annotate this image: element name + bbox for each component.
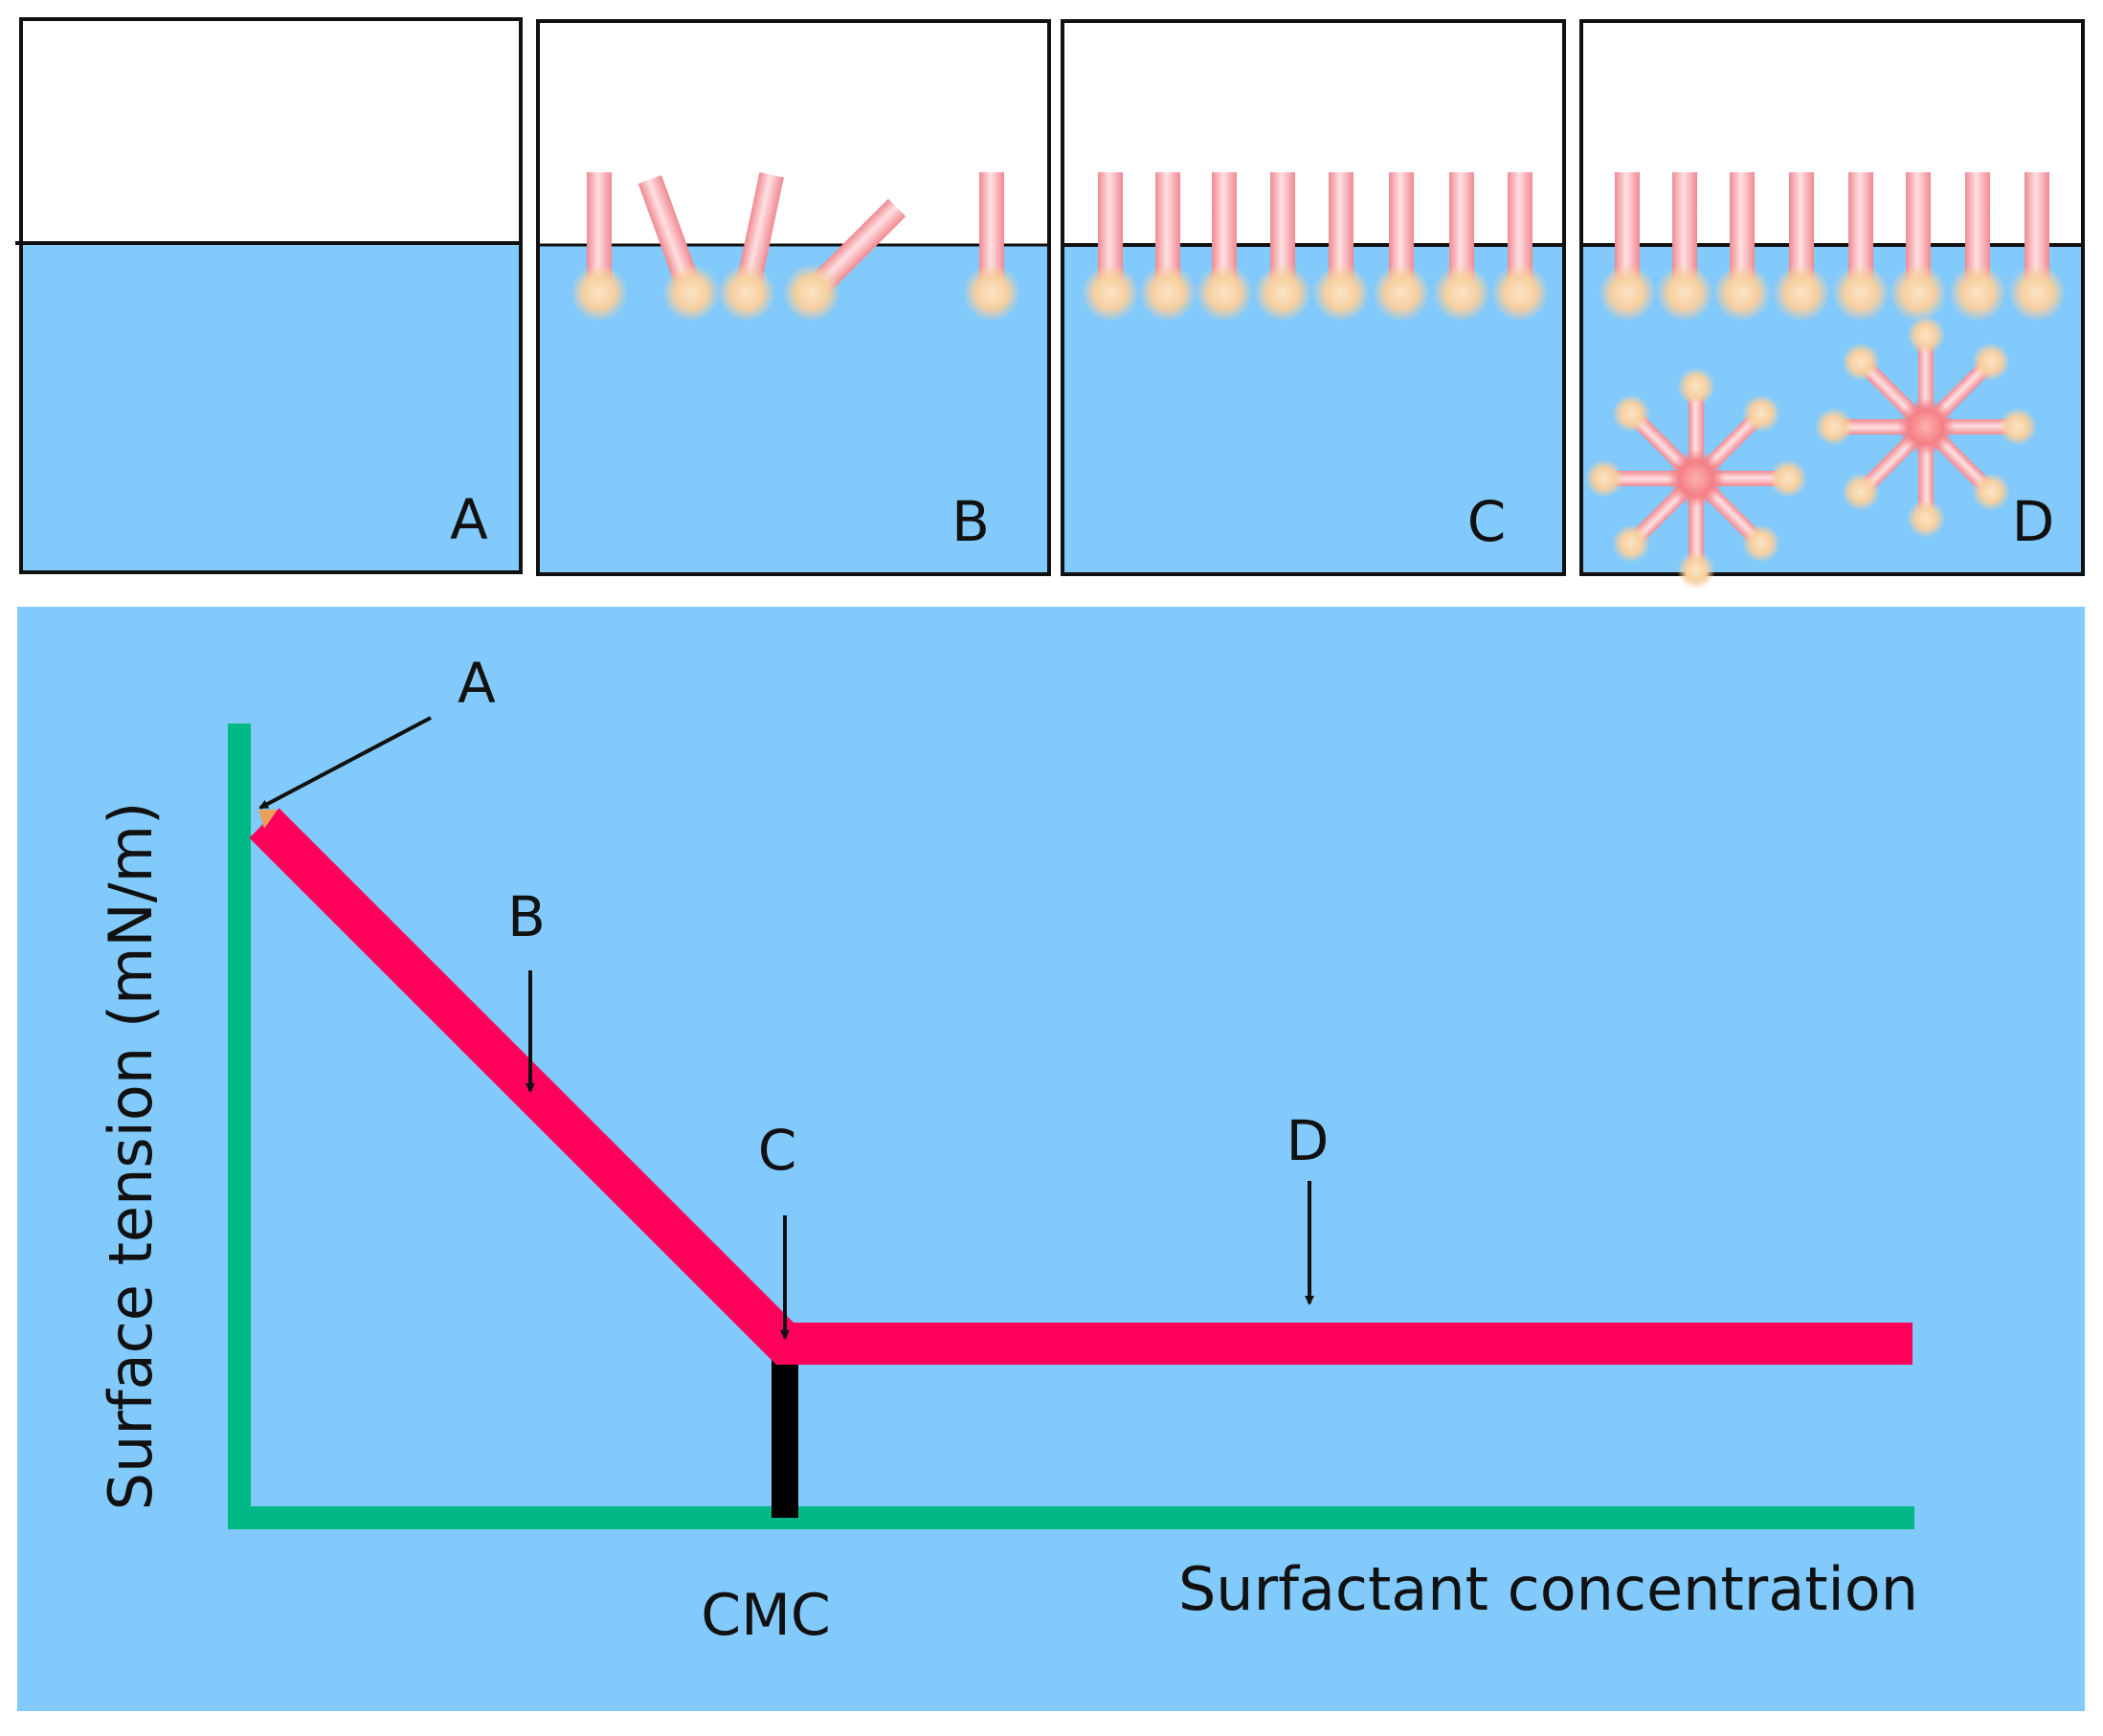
x-axis-label: Surfactant concentration [1178, 1554, 1918, 1624]
panel-d: D [1579, 19, 2085, 590]
panel-c-frame [1061, 19, 1566, 576]
y-axis-label: Surface tension (mN/m) [96, 802, 166, 1511]
point-b-label: B [507, 884, 546, 949]
micelle-icon [1815, 316, 2037, 538]
panel-c-label: C [1467, 489, 1507, 554]
panel-d-air [1581, 21, 2083, 245]
surface-tension-chart: A B C D CMC Surfactant concentration Sur… [17, 607, 2085, 1711]
micelle-icon [1585, 367, 1807, 590]
panel-a-label: A [450, 487, 488, 552]
surface-tension-curve [249, 808, 1913, 1365]
cmc-marker [772, 1359, 798, 1518]
panel-c: C [1061, 19, 1566, 576]
point-c-label: C [758, 1118, 797, 1183]
panel-b-frame [536, 19, 1051, 576]
panel-b: B [536, 19, 1051, 576]
curve-start-point [258, 810, 278, 829]
panel-d-label: D [2012, 489, 2055, 554]
panel-b-label: B [951, 489, 990, 554]
panel-a: A [15, 17, 523, 574]
panel-b-air [538, 21, 1049, 245]
point-d-label: D [1286, 1108, 1330, 1173]
panel-d-frame [1579, 19, 2085, 576]
arrow-a [258, 716, 432, 810]
point-a-label: A [458, 651, 496, 716]
panel-a-frame [19, 17, 523, 574]
cmc-label: CMC [701, 1582, 831, 1649]
x-axis [228, 1506, 1914, 1529]
panel-a-air [21, 19, 521, 243]
panel-c-air [1063, 21, 1564, 245]
panel-a-water [21, 243, 521, 572]
y-axis [228, 723, 251, 1529]
